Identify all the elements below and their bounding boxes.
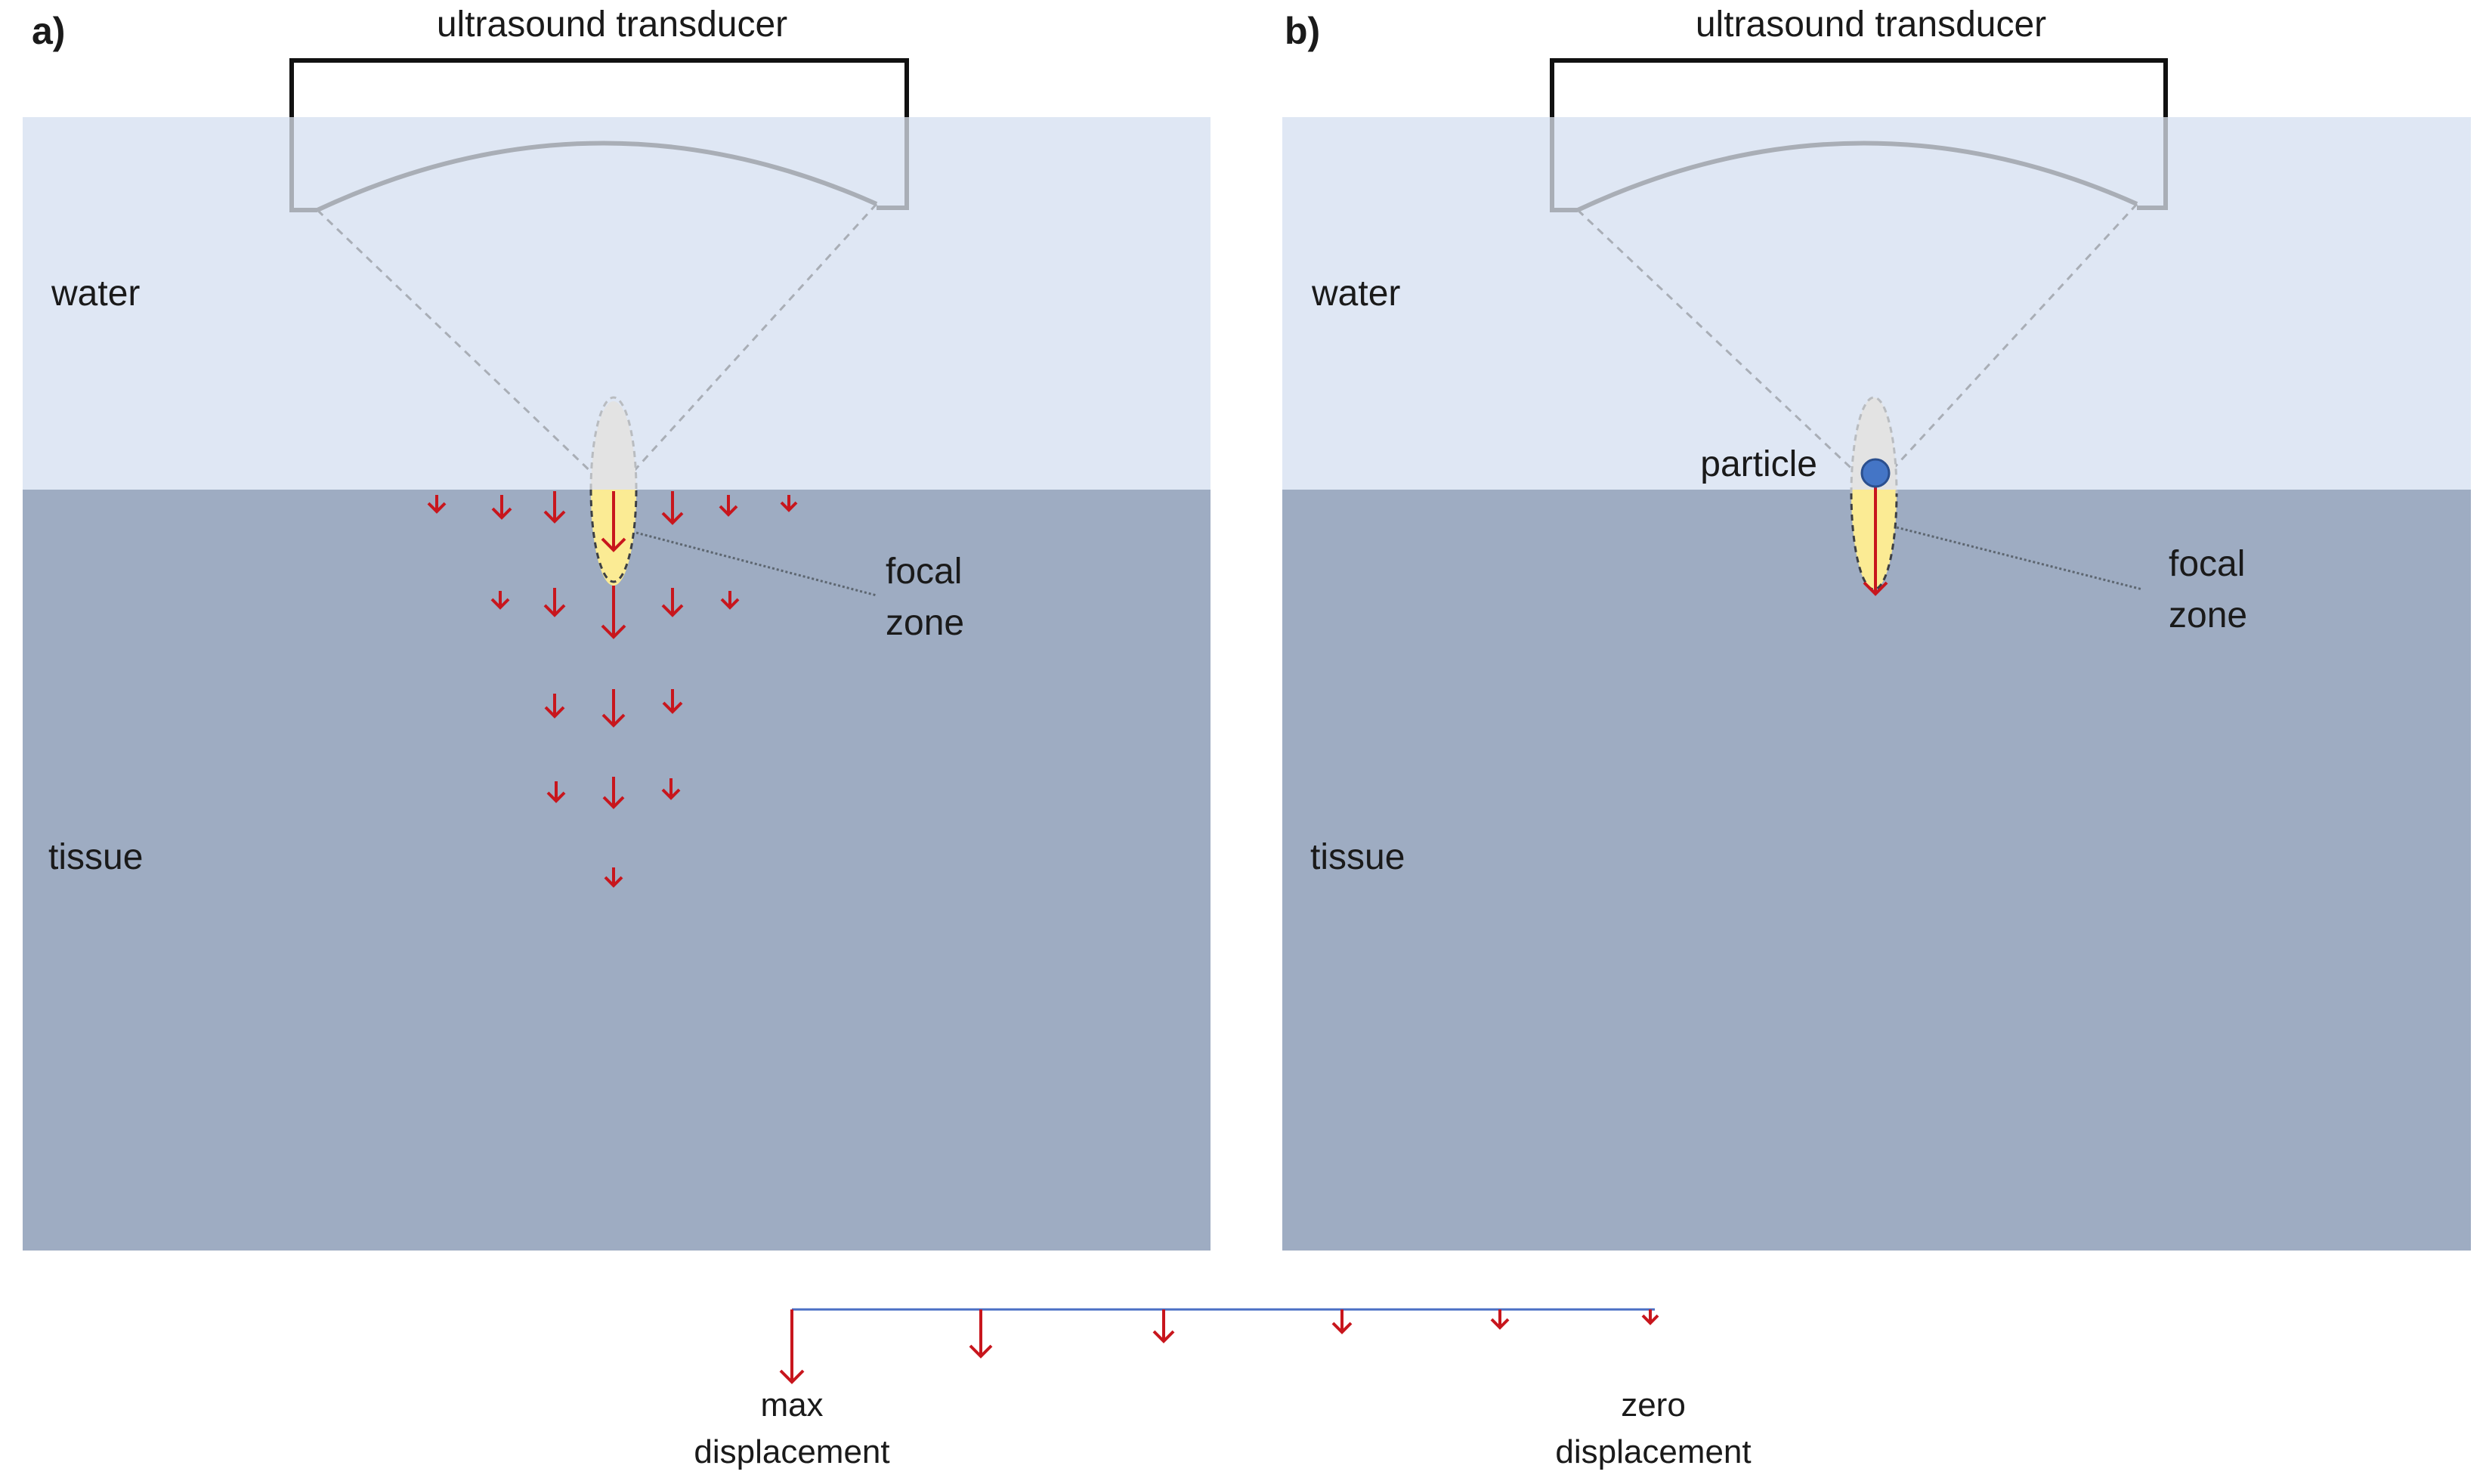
displacement-arrow — [544, 694, 565, 719]
displacement-arrow — [604, 867, 623, 888]
panel-b-transducer-lens — [1576, 141, 2138, 212]
panel-a-tissue-label: tissue — [48, 837, 143, 877]
displacement-arrow — [1863, 487, 1888, 596]
displacement-arrow — [661, 491, 684, 525]
panel-a-water-label: water — [51, 274, 140, 314]
legend-zero-label-line1: zero — [1621, 1387, 1686, 1424]
panel-a-transducer-label: ultrasound transducer — [437, 5, 787, 45]
panel-a-transducer-housing — [289, 117, 909, 212]
legend-arrow — [779, 1309, 805, 1384]
panel-b: b) ultrasound transducer water tissue pa… — [1282, 5, 2471, 1251]
legend-arrows — [779, 1309, 1659, 1384]
panel-b-particle — [1860, 458, 1891, 488]
panel-a-displacement-arrows — [427, 491, 798, 888]
panel-b-transducer-bracket — [1550, 58, 2168, 117]
displacement-arrow — [601, 491, 626, 552]
panel-b-focal-outline-upper — [1850, 396, 1898, 494]
displacement-arrow — [543, 491, 566, 524]
displacement-arrow — [601, 689, 626, 728]
panel-b-focal-outline-lower — [1850, 493, 1898, 591]
panel-b-label: b) — [1285, 10, 1320, 52]
legend-arrow — [1641, 1309, 1659, 1325]
panel-b-transducer-housing — [1550, 117, 2168, 212]
displacement-arrow — [491, 495, 512, 520]
displacement-arrow — [543, 588, 566, 617]
displacement-arrow — [427, 495, 447, 514]
legend-arrow — [1331, 1309, 1353, 1334]
panel-b-tissue-label: tissue — [1310, 837, 1405, 877]
panel-a-focal-outline-upper — [589, 396, 638, 490]
panel-b-beam-edge-right — [1872, 203, 2138, 491]
displacement-arrow — [720, 591, 740, 610]
panel-b-focal-leader — [1896, 526, 2143, 591]
displacement-legend: max displacement zero displacement — [694, 1308, 1752, 1470]
panel-b-particle-label: particle — [1700, 444, 1817, 484]
displacement-arrow — [662, 689, 683, 714]
legend-arrow — [969, 1309, 993, 1359]
panel-b-water-label: water — [1311, 274, 1400, 314]
panel-a-focal-outline-lower — [589, 489, 638, 583]
panel-a: a) ultrasound transducer water tissue fo… — [23, 5, 1211, 1251]
panel-a-focal-label-line2: zone — [886, 603, 964, 643]
legend-max-label-line2: displacement — [694, 1433, 889, 1470]
panel-a-focal-label-line1: focal — [886, 552, 962, 592]
panel-a-beam-edge-right — [612, 203, 878, 495]
displacement-arrow — [780, 495, 798, 512]
displacement-arrow — [602, 777, 625, 809]
panel-a-transducer-bracket — [289, 58, 909, 117]
displacement-arrow — [546, 781, 566, 803]
panel-b-focal-label-line2: zone — [2169, 595, 2247, 635]
legend-arrow — [1490, 1309, 1510, 1330]
panel-a-focal-leader — [635, 531, 877, 597]
legend-arrow — [1152, 1309, 1175, 1343]
displacement-arrow — [601, 586, 626, 639]
panel-b-focal-label-line1: focal — [2169, 544, 2245, 584]
panel-b-displacement-arrows — [1863, 487, 1888, 596]
panel-a-label: a) — [32, 10, 65, 52]
panel-b-transducer-label: ultrasound transducer — [1696, 5, 2046, 45]
panel-b-tissue — [1282, 490, 2471, 1251]
legend-zero-label-line2: displacement — [1555, 1433, 1751, 1470]
panel-a-transducer-lens — [316, 141, 878, 212]
displacement-arrow — [719, 495, 738, 517]
panel-a-tissue — [23, 490, 1211, 1251]
displacement-arrow — [661, 588, 684, 617]
panel-a-beam-edge-left — [316, 209, 615, 495]
displacement-arrow — [661, 778, 681, 800]
displacement-arrow — [490, 591, 510, 610]
legend-max-label-line1: max — [760, 1387, 823, 1424]
